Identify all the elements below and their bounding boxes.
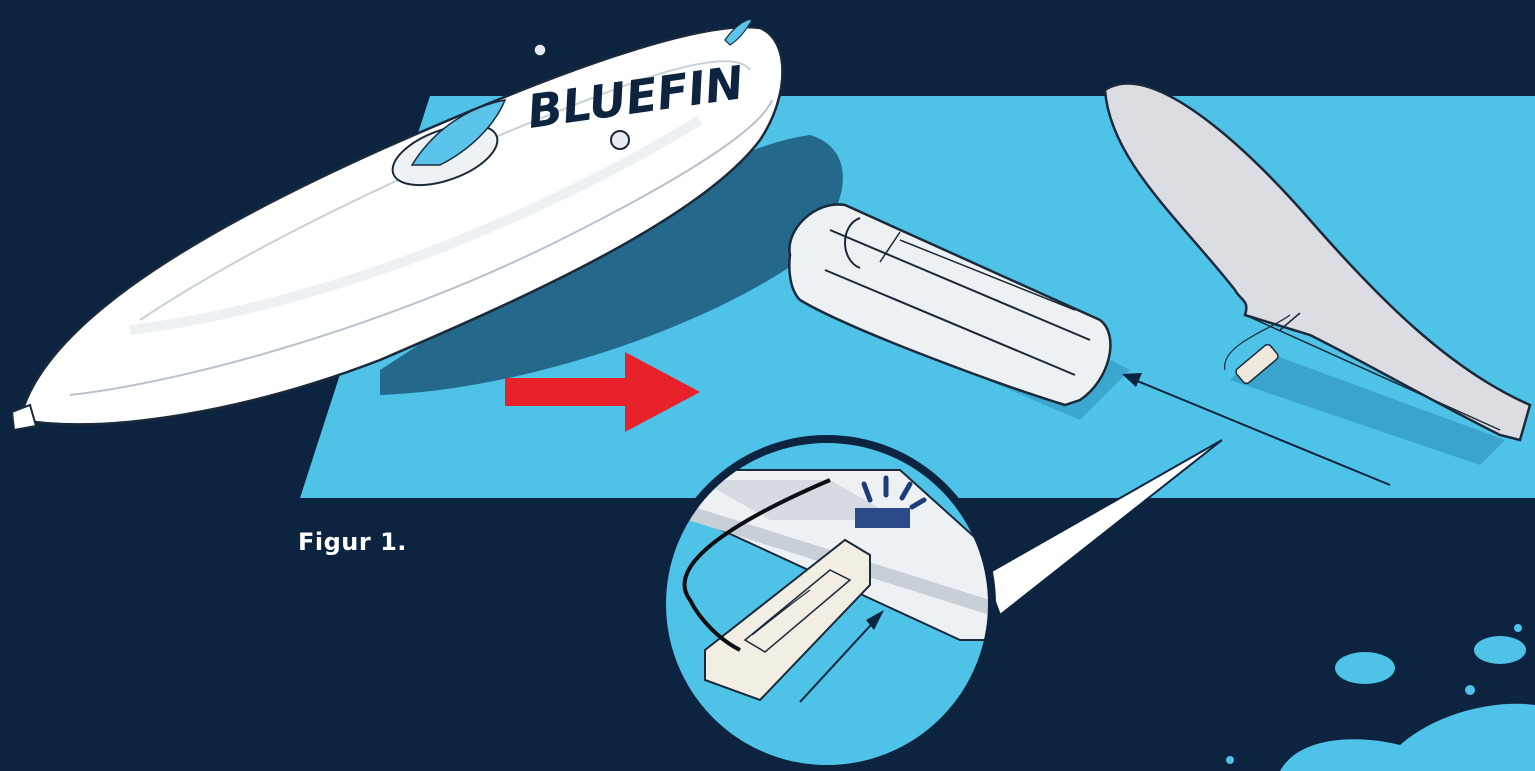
figure-caption: Figur 1. <box>298 528 407 556</box>
water-splash <box>1226 624 1535 771</box>
